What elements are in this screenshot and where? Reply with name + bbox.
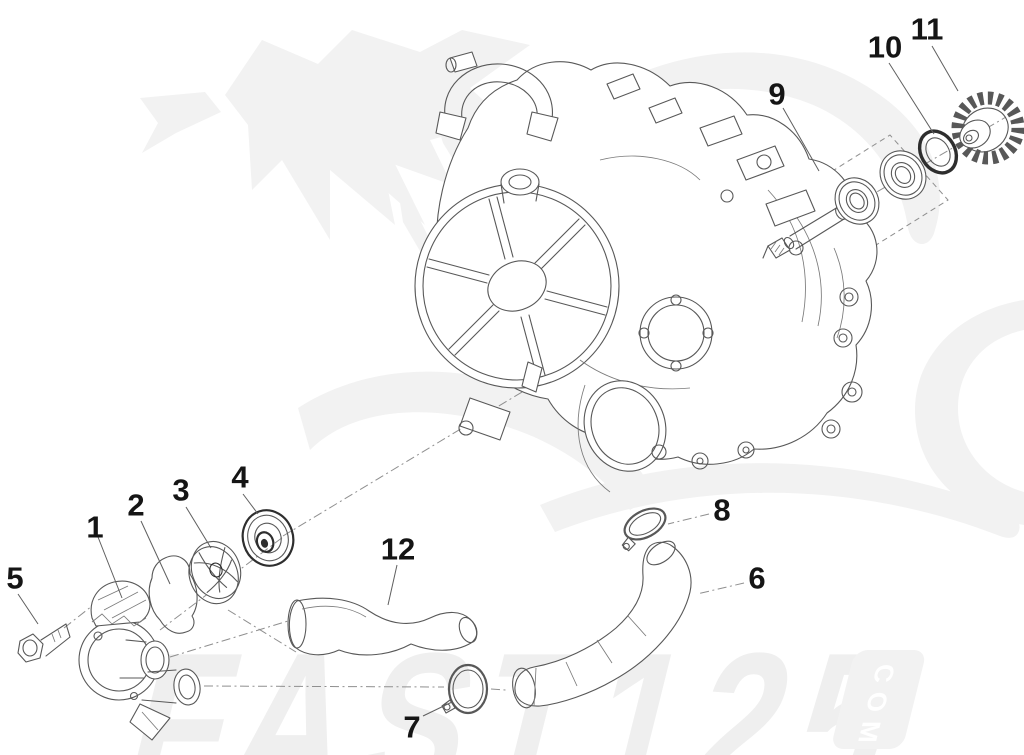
- logo-swoosh-top-right: [635, 52, 940, 245]
- cover-pin: [449, 51, 478, 73]
- cover-bracket-inner: [461, 81, 538, 120]
- cover-fan-hub: [487, 260, 547, 312]
- cover-fan-blades: [426, 196, 608, 378]
- part-5-bolt: [17, 623, 71, 663]
- callout-number-4: 4: [231, 460, 249, 495]
- cover-contour: [599, 155, 701, 181]
- cover-lug: [606, 73, 641, 100]
- callout-number-1: 1: [86, 510, 103, 545]
- cover-lug: [648, 97, 683, 124]
- water-pump-assembly: [17, 509, 295, 741]
- aux-dash-line: [227, 609, 297, 653]
- part-8-clamp: [621, 507, 667, 552]
- leader-line-6: [696, 582, 745, 595]
- callout-number-9: 9: [768, 77, 785, 112]
- watermark-block: [833, 650, 925, 749]
- leader-line-5: [17, 593, 39, 625]
- cover-lug: [736, 145, 785, 181]
- clamp7-to-hose6-line: [490, 688, 507, 691]
- leader-line-1: [97, 536, 123, 599]
- logo-chevron: [140, 92, 221, 153]
- callout-number-3: 3: [172, 473, 189, 508]
- part-7-clamp: [441, 663, 489, 715]
- part-10-seal-ring: [917, 129, 959, 175]
- leader-line-11: [931, 45, 959, 92]
- cover-edge-boss: [651, 444, 667, 460]
- cover-boss-bolt: [638, 327, 650, 339]
- part-4-seal: [241, 509, 295, 567]
- cover-bell-opening: [583, 380, 667, 472]
- cover-pin-end: [445, 57, 457, 73]
- cover-boss-bolt: [702, 327, 714, 339]
- callout-number-5: 5: [6, 561, 23, 596]
- cover-edge-boss: [833, 328, 853, 348]
- cover-edge-boss: [839, 287, 859, 307]
- cover-edge-boss: [821, 419, 841, 439]
- cover-boss-bolt: [670, 294, 682, 306]
- cover-bracket-plate: [435, 111, 467, 141]
- part-6-hose: [512, 540, 692, 709]
- leader-line-3: [185, 506, 212, 549]
- leader-line-10: [888, 62, 935, 135]
- outlet-to-clamp7-line: [203, 685, 445, 688]
- cover-tab: [521, 361, 543, 393]
- part-3-impeller: [188, 540, 242, 605]
- shaft-kit-dashed-box: [742, 134, 949, 293]
- leader-line-4: [242, 493, 259, 515]
- callout-number-6: 6: [748, 561, 765, 596]
- engine-cover-drawing: [414, 51, 878, 493]
- logo-claw-zigzag: [225, 30, 530, 240]
- part-9-bearing: [879, 150, 927, 200]
- outlet-to-hose12-line: [169, 620, 289, 658]
- watermark-domain-block: COM: [833, 650, 925, 752]
- cover-neck-side: [500, 183, 540, 204]
- cover-edge-boss: [841, 381, 863, 403]
- part-11-gear: [951, 91, 1024, 165]
- bolt-to-pump-line: [63, 605, 93, 629]
- callout-number-7: 7: [403, 710, 420, 745]
- logo-swoosh-middle: [298, 371, 655, 510]
- pump-to-cover-axis-line: [282, 376, 548, 537]
- cover-edge-boss: [691, 452, 709, 470]
- cover-neck-hole: [508, 174, 532, 190]
- callout-number-10: 10: [868, 30, 902, 65]
- cover-pump-boss: [639, 296, 713, 370]
- leader-line-8: [667, 513, 710, 525]
- callout-number-12: 12: [381, 532, 415, 567]
- cover-bolt-boss: [720, 189, 734, 203]
- callout-leaders: [17, 45, 959, 717]
- callout-numbers: 1 2 3 4 5 6 7 8 9 10 11 12: [6, 12, 943, 745]
- cover-foot-bolt: [458, 420, 474, 436]
- leader-line-9: [782, 107, 820, 172]
- cover-edge-boss: [737, 441, 755, 459]
- logo-curl-right: [915, 300, 1024, 525]
- cover-bolt-boss: [756, 154, 772, 170]
- part-12-hose: [287, 597, 478, 656]
- cover-neck: [500, 168, 540, 196]
- callout-number-2: 2: [127, 488, 144, 523]
- cover-rib: [789, 207, 822, 327]
- shaft-kit: [762, 91, 1024, 259]
- part-9-shaft: [762, 206, 847, 259]
- cover-bell-flange: [577, 384, 611, 493]
- cover-bell-opening-inner: [590, 387, 660, 465]
- leader-line-2: [140, 520, 171, 585]
- leader-line-7: [422, 701, 453, 717]
- logo-swoosh-bottom: [540, 463, 1020, 538]
- cover-lug: [699, 115, 743, 147]
- cover-lug: [765, 189, 816, 227]
- part-9-bearing: [834, 177, 880, 225]
- callout-number-8: 8: [713, 493, 730, 528]
- cover-bracket-outer: [444, 63, 553, 123]
- leader-line-12: [387, 564, 398, 606]
- hoses-and-clamps: [287, 507, 692, 715]
- callout-number-11: 11: [911, 12, 944, 47]
- part-2-gasket: [148, 555, 198, 634]
- part-1-pump-body: [78, 580, 201, 741]
- cover-bracket-plate: [526, 111, 559, 142]
- cover-boss-bolt: [670, 360, 682, 372]
